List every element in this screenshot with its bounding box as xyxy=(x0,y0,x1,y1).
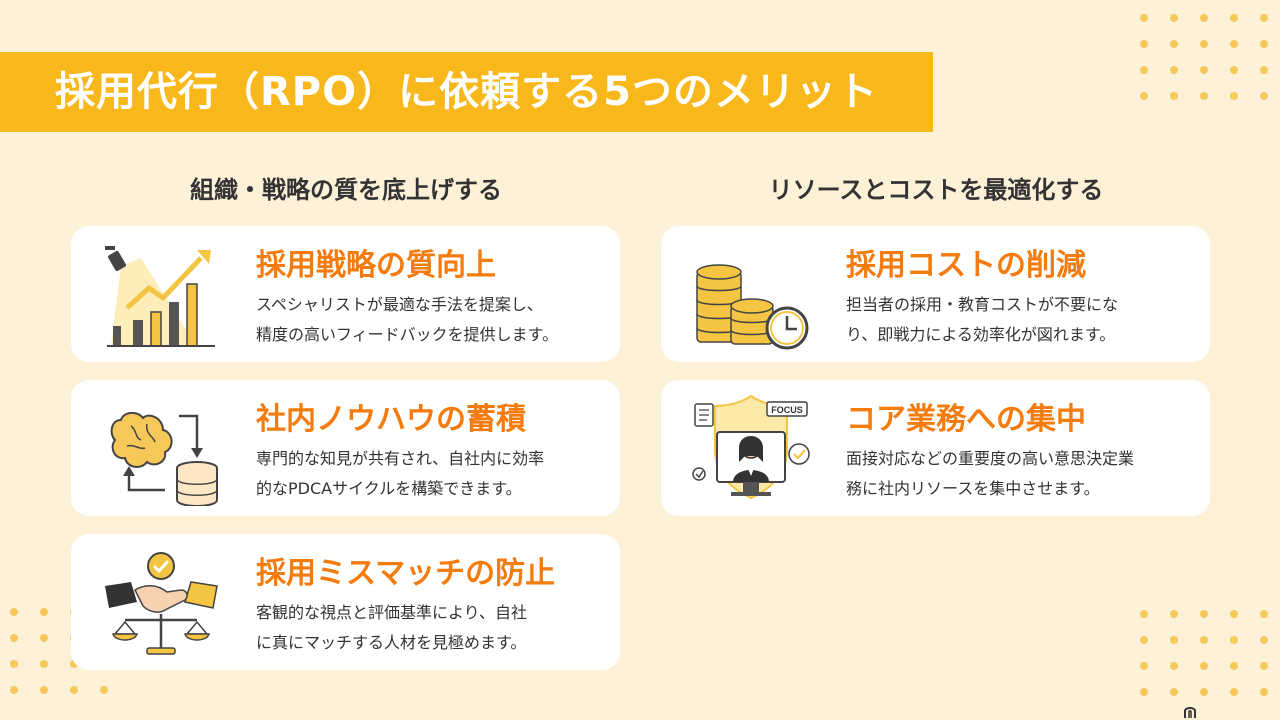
card-description-line: 専門的な知見が共有され、自社内に効率 xyxy=(256,449,545,468)
brain-database-icon xyxy=(110,412,218,506)
card-description: 担当者の採用・教育コストが不要にな り、即戦力による効率化が図れます。 xyxy=(846,290,1198,350)
card-description-line: スペシャリストが最適な手法を提案し、 xyxy=(256,295,543,314)
card-description-line: 務に社内リソースを集中させます。 xyxy=(846,479,1100,498)
focus-person-icon: FOCUS xyxy=(692,394,810,500)
card-core-focus: FOCUS コア業務への集中 面接対応などの重要度の高い意思決定業 務に社内リソ… xyxy=(661,380,1210,516)
card-title: 社内ノウハウの蓄積 xyxy=(256,402,526,437)
card-description-line: 面接対応などの重要度の高い意思決定業 xyxy=(846,449,1135,468)
brand-logo-icon xyxy=(1184,707,1196,718)
left-column-title: 組織・戦略の質を底上げする xyxy=(190,176,502,204)
card-description-line: 担当者の採用・教育コストが不要にな xyxy=(846,295,1119,314)
card-description: 客観的な視点と評価基準により、自社 に真にマッチする人材を見極めます。 xyxy=(256,598,608,658)
card-title: 採用コストの削減 xyxy=(846,248,1086,283)
card-description: スペシャリストが最適な手法を提案し、 精度の高いフィードバックを提供します。 xyxy=(256,290,608,350)
handshake-scale-icon xyxy=(105,552,218,655)
card-description-line: 的なPDCAサイクルを構築できます。 xyxy=(256,479,522,498)
card-description: 専門的な知見が共有され、自社内に効率 的なPDCAサイクルを構築できます。 xyxy=(256,444,608,504)
decorative-dots-top-right xyxy=(1140,14,1268,100)
card-strategy-quality: 採用戦略の質向上 スペシャリストが最適な手法を提案し、 精度の高いフィードバック… xyxy=(71,226,620,362)
title-banner: 採用代行（RPO）に依頼する5つのメリット xyxy=(0,52,933,132)
card-title: コア業務への集中 xyxy=(846,402,1086,437)
right-column-title: リソースとコストを最適化する xyxy=(768,176,1104,204)
card-description-line: に真にマッチする人材を見極めます。 xyxy=(256,633,527,652)
chart-growth-icon xyxy=(105,246,215,347)
focus-badge-text: FOCUS xyxy=(771,405,803,415)
decorative-dots-bottom-right xyxy=(1140,610,1268,696)
card-knowhow-accumulation: 社内ノウハウの蓄積 専門的な知見が共有され、自社内に効率 的なPDCAサイクルを… xyxy=(71,380,620,516)
coins-clock-icon xyxy=(696,264,809,350)
card-description: 面接対応などの重要度の高い意思決定業 務に社内リソースを集中させます。 xyxy=(846,444,1198,504)
card-description-line: 精度の高いフィードバックを提供します。 xyxy=(256,325,559,344)
card-description-line: り、即戦力による効率化が図れます。 xyxy=(846,325,1116,344)
card-title: 採用ミスマッチの防止 xyxy=(256,556,556,591)
card-title: 採用戦略の質向上 xyxy=(256,248,496,283)
card-description-line: 客観的な視点と評価基準により、自社 xyxy=(256,603,528,622)
focus-badge: FOCUS xyxy=(766,401,808,417)
card-cost-reduction: 採用コストの削減 担当者の採用・教育コストが不要にな り、即戦力による効率化が図… xyxy=(661,226,1210,362)
page-title: 採用代行（RPO）に依頼する5つのメリット xyxy=(55,69,878,115)
card-mismatch-prevention: 採用ミスマッチの防止 客観的な視点と評価基準により、自社 に真にマッチする人材を… xyxy=(71,534,620,670)
